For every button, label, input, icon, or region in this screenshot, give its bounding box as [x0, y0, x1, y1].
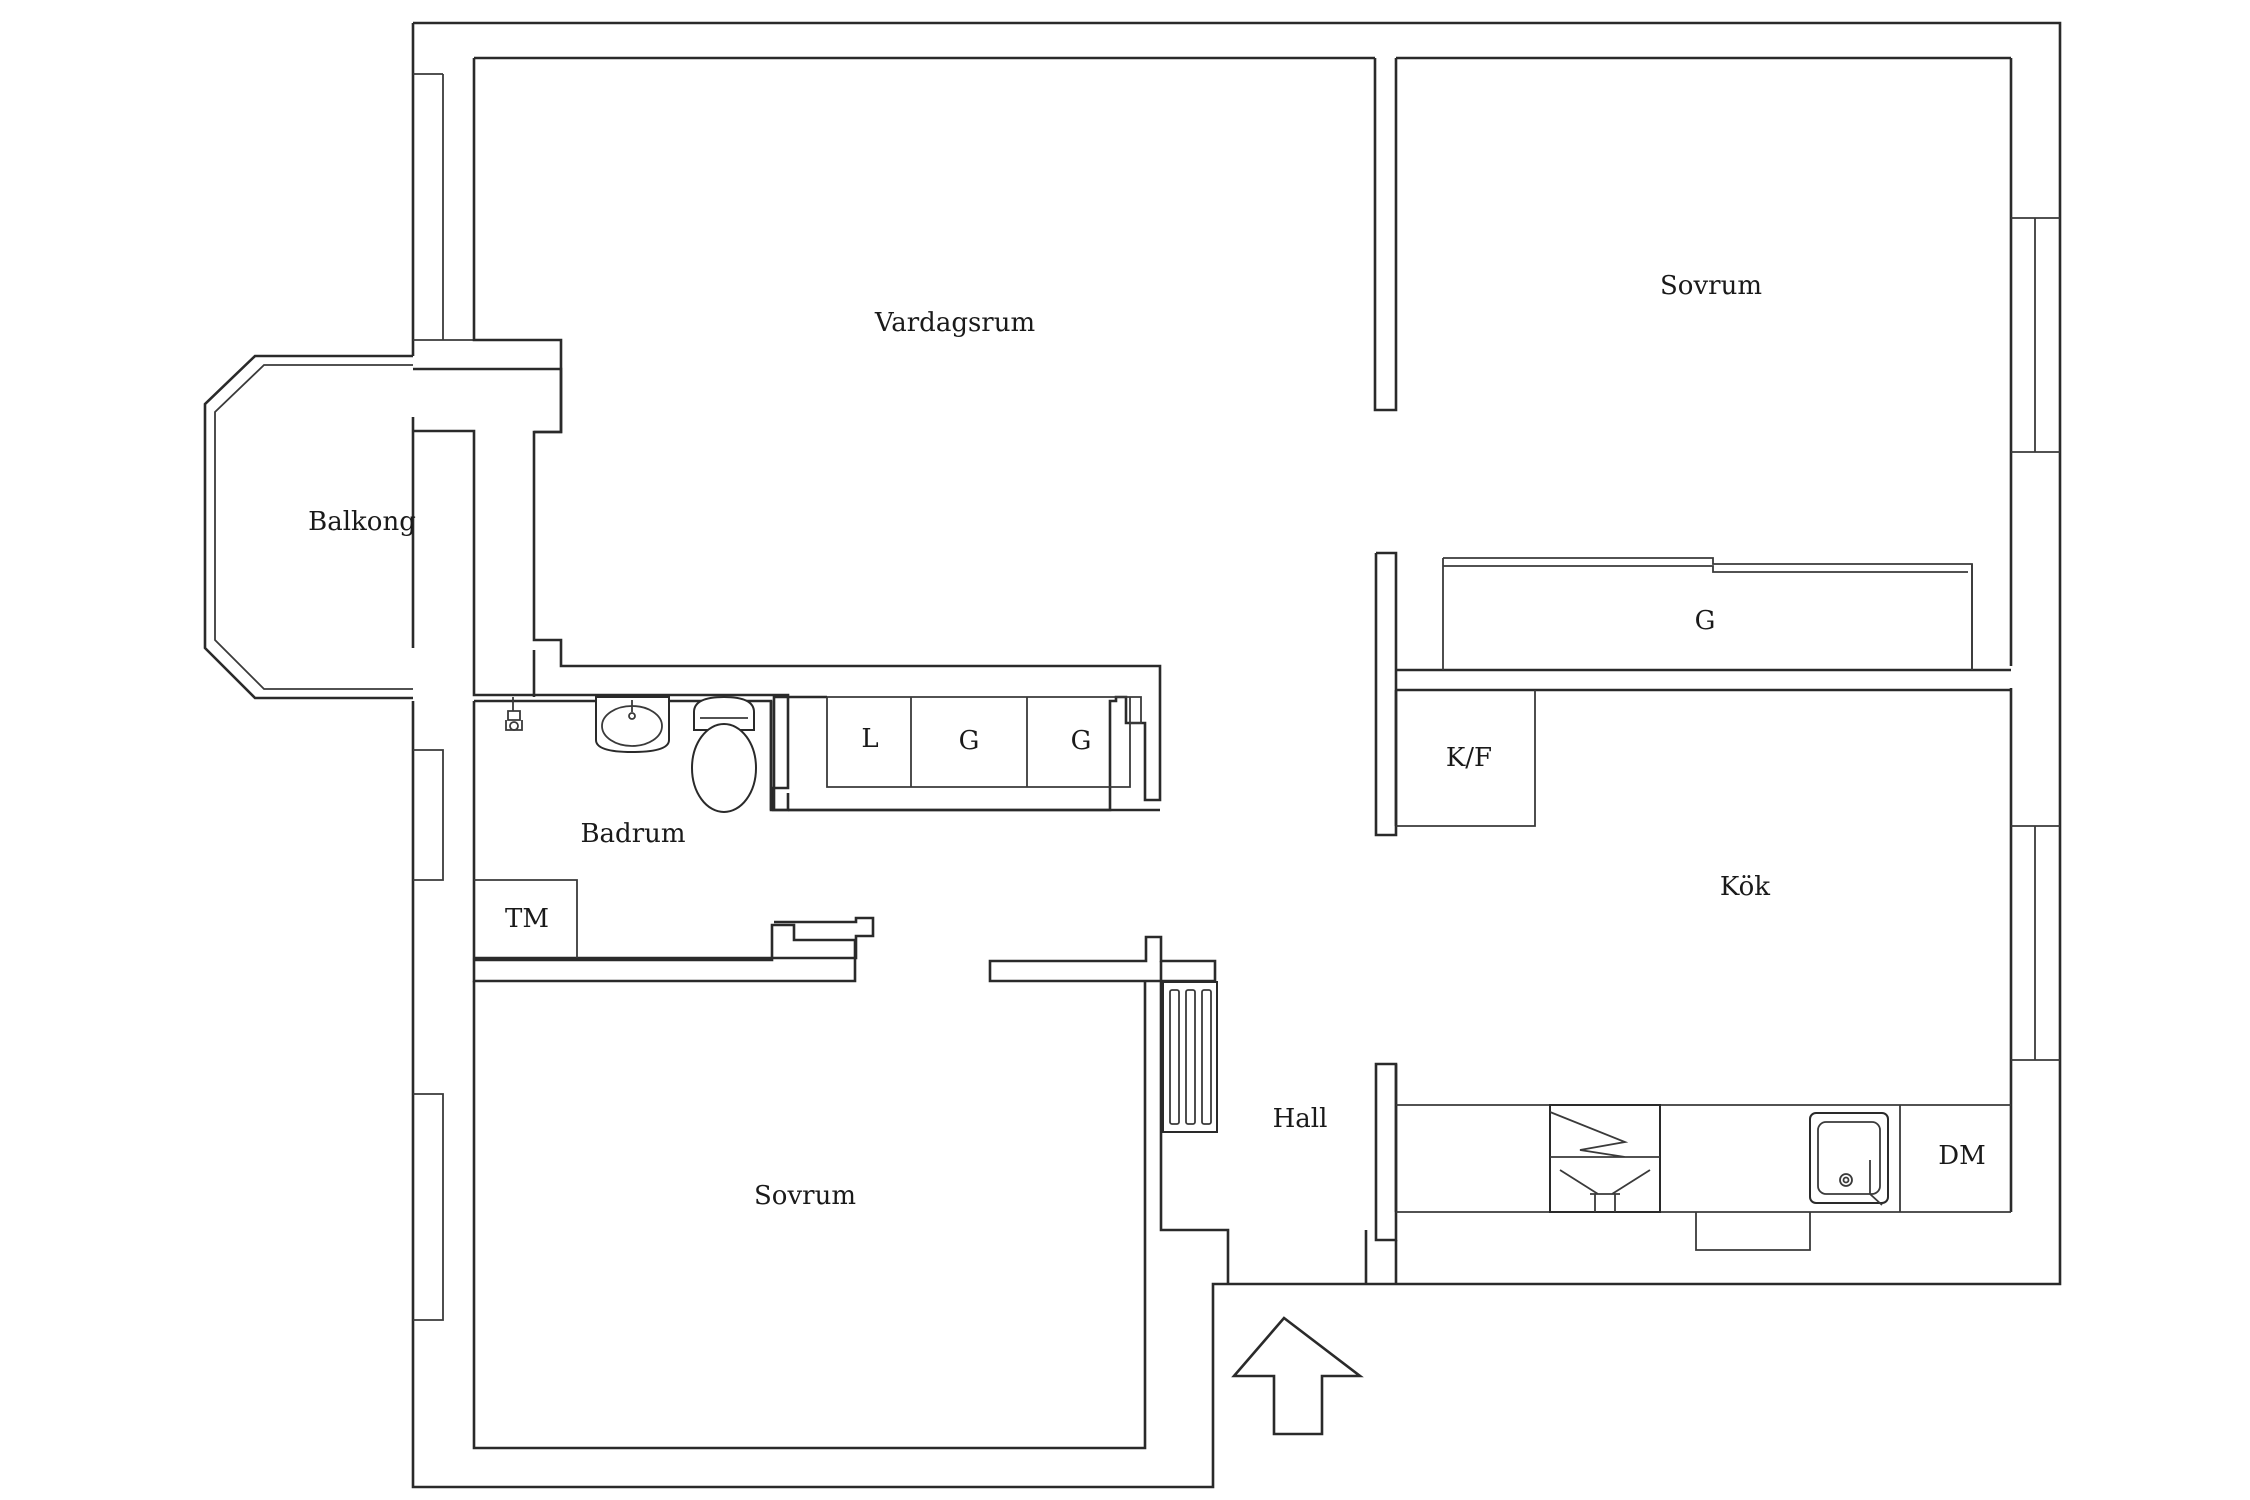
label-wardrobe-top: G [1695, 606, 1716, 636]
kitchen-walls [1374, 690, 1536, 1284]
label-bedroom-bottom: Sovrum [754, 1181, 856, 1211]
radiator [1162, 981, 1218, 1133]
outer-walls [411, 21, 2062, 1489]
label-living-room: Vardagsrum [874, 308, 1035, 338]
living-room-walls [472, 58, 1398, 434]
hall-closets [772, 695, 1160, 812]
bedroom-bottom-walls [472, 981, 1147, 1450]
label-fridge-freezer: K/F [1446, 743, 1492, 773]
label-closet-2: G [1071, 726, 1092, 756]
bathroom-walls [472, 650, 875, 960]
label-bedroom-top: Sovrum [1660, 271, 1762, 301]
left-windows [413, 73, 474, 1321]
bathroom-fixtures [505, 695, 757, 813]
hall-walls [472, 923, 1368, 1284]
label-kitchen: Kök [1720, 872, 1770, 902]
label-bathroom: Badrum [580, 819, 685, 849]
label-hall: Hall [1273, 1104, 1328, 1134]
label-dishwasher: DM [1938, 1141, 1985, 1171]
label-linen-closet: L [861, 724, 878, 754]
wardrobe-top [1442, 557, 1973, 670]
kitchen-sink [1809, 1112, 1889, 1206]
right-windows [2011, 217, 2060, 1061]
label-balcony: Balkong [308, 507, 416, 537]
balcony [203, 354, 1162, 812]
entrance-arrow-icon [1231, 1316, 1364, 1436]
bedroom-top-walls [1374, 551, 2011, 837]
stove [1549, 1104, 1661, 1213]
kitchen-counter [1396, 1104, 2011, 1251]
label-washing-machine: TM [505, 904, 549, 934]
label-closet-1: G [959, 726, 980, 756]
